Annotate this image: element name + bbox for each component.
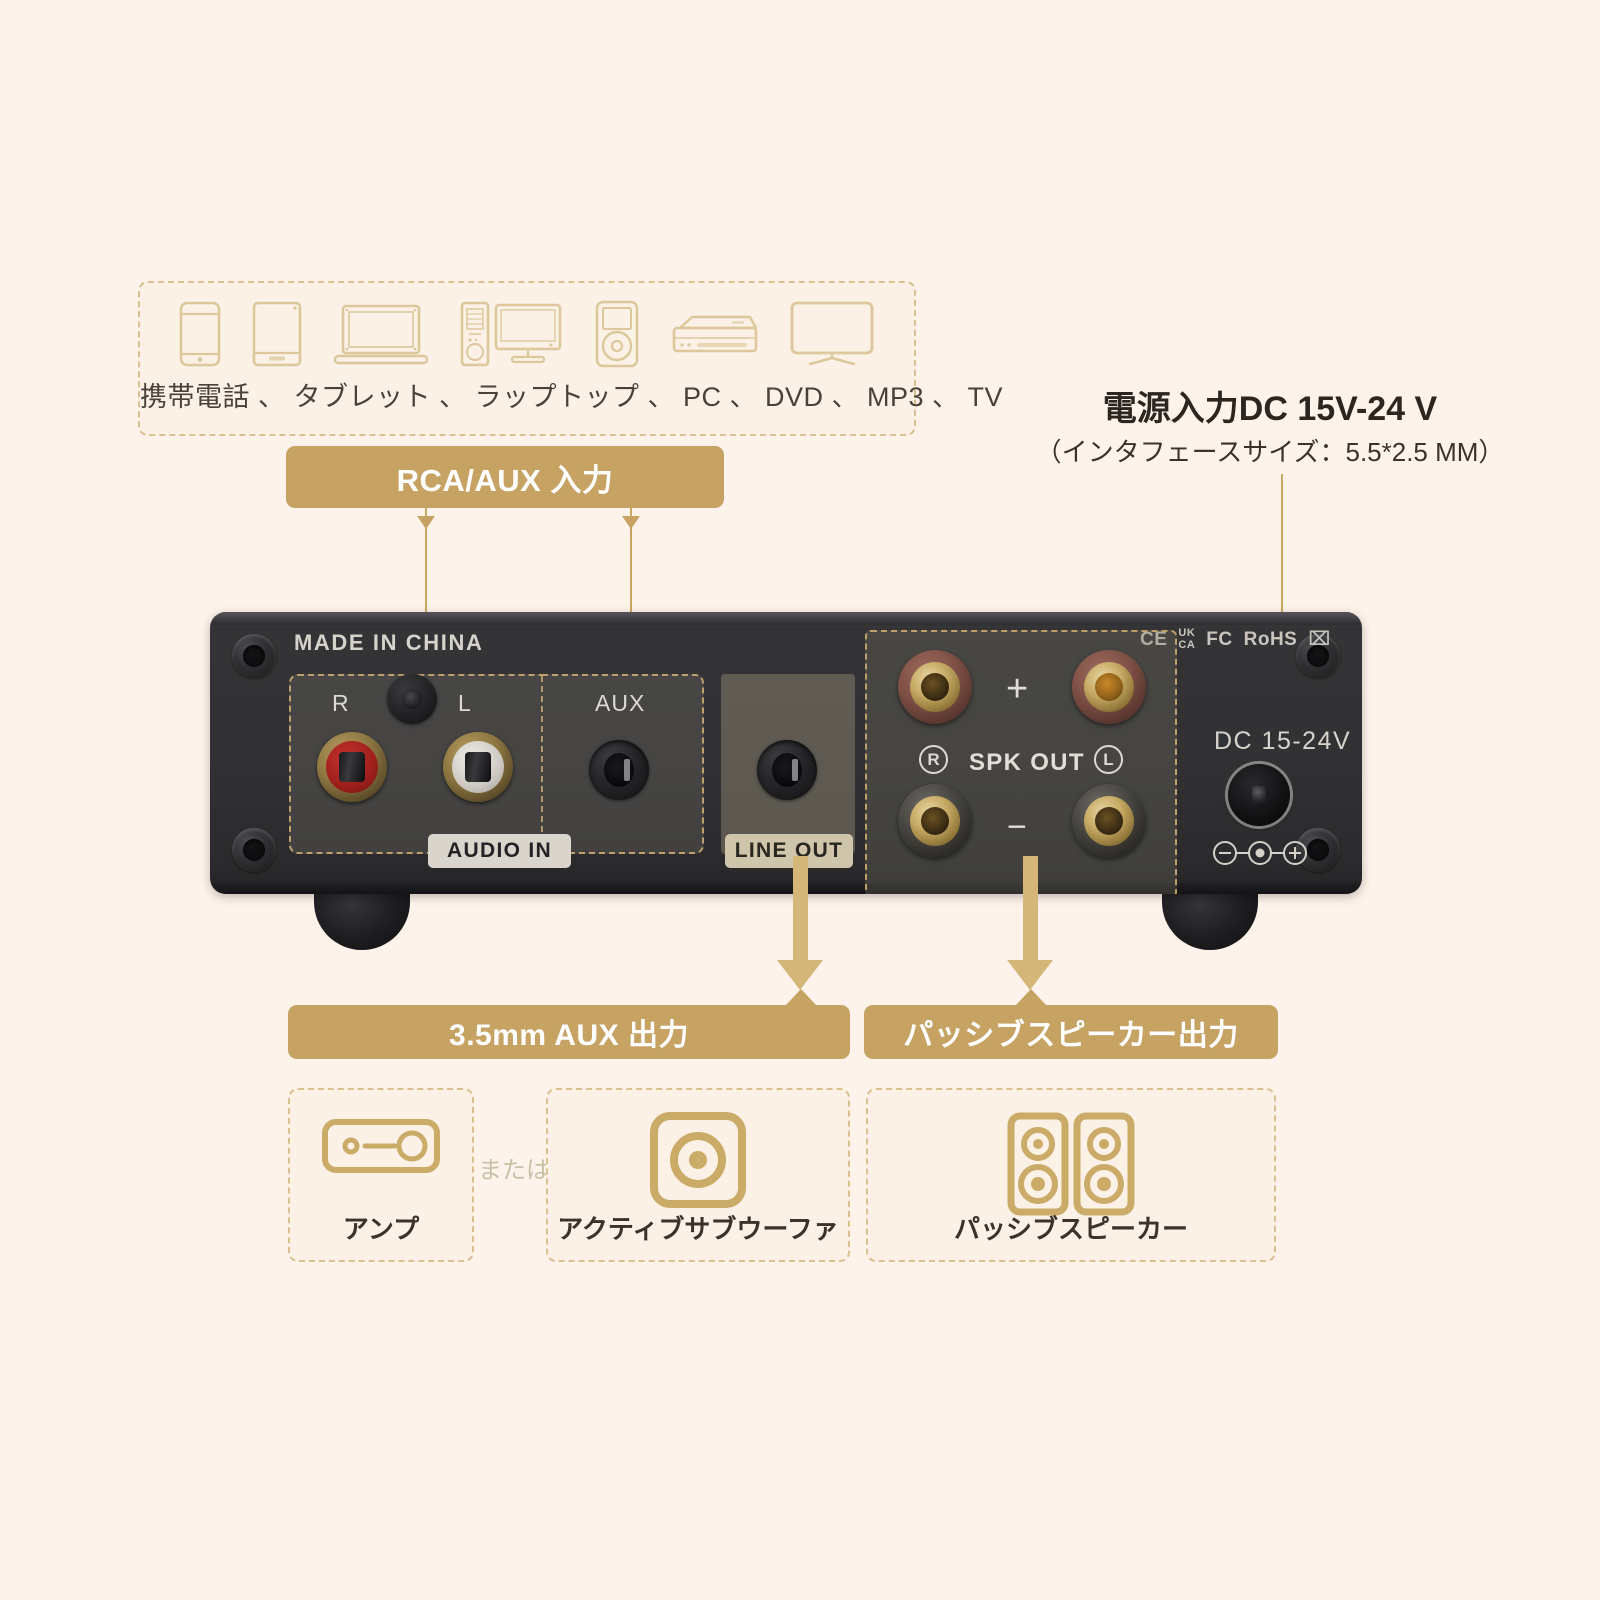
panel-divider: [541, 676, 543, 852]
speaker-out-arrow-head: [1007, 960, 1053, 990]
chassis-screw-top-left: [232, 634, 276, 678]
amplifier-icon-wrap: [290, 1112, 472, 1180]
aux-jack-35mm[interactable]: [589, 740, 649, 800]
desktop-pc-icon: [460, 301, 562, 367]
weee-mark: ⌧: [1308, 629, 1331, 651]
made-in-china-text: MADE IN CHINA: [294, 630, 484, 655]
banner-aux-output: 3.5mm AUX 出力: [288, 1005, 850, 1059]
chassis-top-edge: [210, 612, 1362, 625]
ce-mark: CE: [1140, 629, 1168, 651]
chassis-screw-bottom-left: [232, 828, 276, 872]
rca-right-label: R: [332, 690, 350, 716]
power-input-title: 電源入力DC 15V-24 V: [1102, 390, 1438, 428]
subwoofer-icon-wrap: [548, 1112, 848, 1208]
polarity-negative-sign: −: [1007, 808, 1027, 846]
device-caption: 携帯電話 、 タブレット 、 ラップトップ 、 PC 、 DVD 、 MP3 、…: [140, 382, 1004, 412]
aux-callout-line: [630, 508, 632, 690]
chassis-screw-bottom-right: [1296, 828, 1340, 872]
option-label-amp: アンプ: [342, 1214, 420, 1244]
dc-power-jack[interactable]: [1228, 764, 1290, 826]
line-out-badge: LINE OUT: [725, 834, 853, 868]
polarity-positive-sign: +: [1006, 668, 1029, 710]
rca-jack-right[interactable]: [317, 732, 387, 802]
option-box-subwoofer: アクティブサブウーファ: [546, 1088, 850, 1262]
dc-polarity-icon: [1213, 841, 1307, 865]
power-input-subtitle: （インタフェースサイズ：5.5*2.5 MM）: [1035, 437, 1505, 467]
dvd-player-icon: [672, 315, 757, 353]
ukca-mark: UK CA: [1178, 627, 1196, 651]
amplifier-icon: [322, 1119, 440, 1173]
option-box-passive-speaker: パッシブスピーカー: [866, 1088, 1276, 1262]
speaker-right-badge: R: [919, 745, 948, 774]
binding-post-left-negative[interactable]: [1072, 784, 1146, 858]
rca-jack-left[interactable]: [443, 732, 513, 802]
chassis-screw-top-right: [1296, 634, 1340, 678]
line-out-arrow-shaft: [793, 856, 808, 966]
aux-banner-notch: [786, 989, 816, 1005]
binding-post-right-positive[interactable]: [898, 650, 972, 724]
device-icon-row: [140, 299, 914, 369]
subwoofer-icon: [650, 1112, 746, 1208]
mp3-player-icon: [595, 300, 639, 368]
aux-callout-arrow: [622, 516, 640, 529]
chassis-foot-right: [1162, 888, 1258, 950]
rca-left-label: L: [458, 690, 472, 716]
binding-post-left-positive[interactable]: [1072, 650, 1146, 724]
rca-callout-arrow: [417, 516, 435, 529]
laptop-icon: [333, 304, 429, 365]
rca-callout-line: [425, 508, 427, 690]
speaker-left-badge: L: [1094, 745, 1123, 774]
line-out-arrow-head: [777, 960, 823, 990]
fcc-mark: FC: [1206, 629, 1233, 651]
certification-marks: CE UK CA FC RoHS ⌧: [1140, 627, 1331, 651]
passive-speaker-icon-wrap: [868, 1112, 1274, 1216]
spk-out-text: SPK OUT: [969, 749, 1085, 776]
option-box-amp: アンプ: [288, 1088, 474, 1262]
option-label-passive-speaker: パッシブスピーカー: [953, 1214, 1188, 1244]
smartphone-icon: [180, 301, 221, 367]
binding-post-right-negative[interactable]: [898, 784, 972, 858]
tv-icon: [791, 301, 874, 366]
amplifier-rear-panel: MADE IN CHINA CE UK CA FC RoHS ⌧ R L: [210, 612, 1362, 950]
tablet-icon: [252, 301, 302, 367]
option-separator-or: または: [478, 1157, 550, 1184]
speaker-out-arrow-shaft: [1023, 856, 1038, 966]
passive-speaker-pair-icon: [1007, 1112, 1135, 1216]
speaker-banner-notch: [1016, 989, 1046, 1005]
chassis-bottom-edge: [210, 883, 1362, 894]
chassis-body: MADE IN CHINA CE UK CA FC RoHS ⌧ R L: [210, 612, 1362, 894]
chassis-foot-left: [314, 888, 410, 950]
banner-rca-aux-input: RCA/AUX 入力: [286, 446, 724, 508]
aux-label: AUX: [595, 690, 646, 716]
option-label-subwoofer: アクティブサブウーファ: [557, 1214, 839, 1244]
aux-in-panel: [542, 674, 704, 854]
rohs-mark: RoHS: [1243, 629, 1298, 651]
line-out-jack-35mm[interactable]: [757, 740, 817, 800]
panel-center-screw: [387, 674, 437, 724]
audio-in-badge: AUDIO IN: [428, 834, 571, 868]
dc-input-label: DC 15-24V: [1214, 727, 1352, 755]
banner-passive-speaker-output: パッシブスピーカー出力: [864, 1005, 1278, 1059]
compatible-devices-panel: 携帯電話 、 タブレット 、 ラップトップ 、 PC 、 DVD 、 MP3 、…: [138, 281, 1004, 436]
